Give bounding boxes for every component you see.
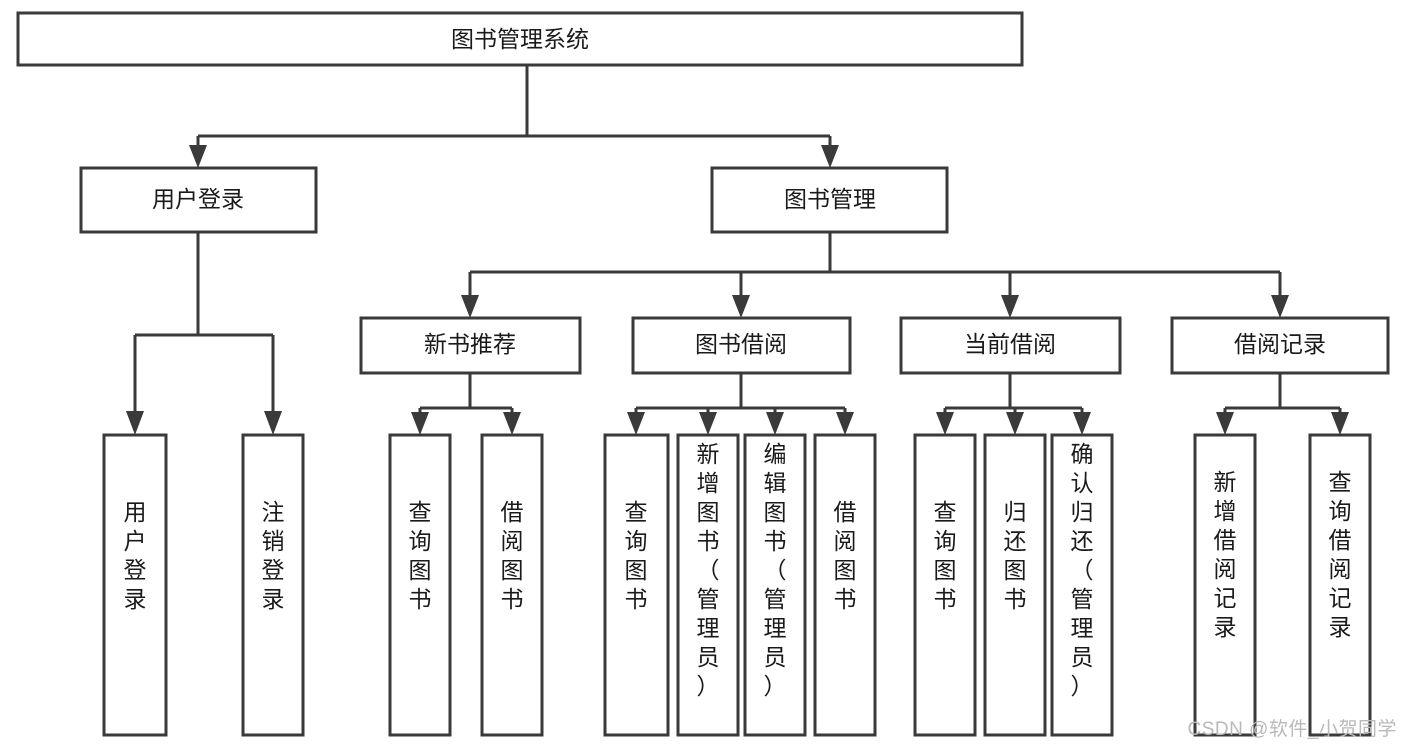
leaf-edit-book-admin[interactable]: 编辑图书（管理员） [743,433,807,737]
leaf-confirm-return-admin-box[interactable] [1050,433,1114,737]
leaf-logout-box[interactable] [241,433,305,737]
leaf-user-login-box[interactable] [102,433,168,737]
leaf-current-query[interactable]: 查询图书 [913,433,977,737]
leaf-return-book-label: 归还图书 [1004,499,1027,612]
leaf-add-borrow-record-label: 新增借阅记录 [1214,469,1237,640]
node-root[interactable]: 图书管理系统 [16,11,1024,67]
node-current-borrow[interactable]: 当前借阅 [899,316,1122,375]
leaf-user-login-label: 用户登录 [124,499,147,612]
node-borrow-record[interactable]: 借阅记录 [1170,316,1390,375]
arrow-current-leaf-1 [936,412,954,435]
arrow-borrow-leaf-2 [699,412,717,435]
user-login-box[interactable] [79,166,318,234]
leaf-newbook-query-box[interactable] [388,433,452,737]
arrow-record-leaf-1 [1216,412,1234,435]
node-book-management[interactable]: 图书管理 [710,166,949,234]
leaf-edit-book-admin-label: 编辑图书（管理员） [764,441,787,699]
arrow-to-book-mgmt [821,145,839,168]
leaf-borrow-query-box[interactable] [603,433,670,737]
leaf-add-borrow-record[interactable]: 新增借阅记录 [1193,433,1257,737]
leaf-edit-book-admin-box[interactable] [743,433,807,737]
arrow-record-leaf-2 [1331,412,1349,435]
leaf-user-login[interactable]: 用户登录 [102,433,168,737]
current-borrow-box[interactable] [899,316,1122,375]
book-borrow-box[interactable] [631,316,852,375]
leaf-return-book[interactable]: 归还图书 [983,433,1047,737]
arrow-current-leaf-2 [1006,412,1024,435]
leaf-add-book-admin-box[interactable] [676,433,740,737]
leaf-add-borrow-record-box[interactable] [1193,433,1257,737]
leaf-borrow-book[interactable]: 借阅图书 [813,433,877,737]
leaf-current-query-box[interactable] [913,433,977,737]
leaf-newbook-borrow-box[interactable] [480,433,544,737]
leaf-logout[interactable]: 注销登录 [241,433,305,737]
node-new-book-recommend[interactable]: 新书推荐 [359,316,582,375]
arrow-to-leaf-user-login [126,411,144,435]
leaf-borrow-book-label: 借阅图书 [834,499,857,612]
leaf-confirm-return-admin[interactable]: 确认归还（管理员） [1050,433,1114,737]
leaf-logout-label: 注销登录 [262,499,285,612]
node-book-borrow[interactable]: 图书借阅 [631,316,852,375]
leaf-borrow-book-box[interactable] [813,433,877,737]
book-management-label: 图书管理 [784,186,876,212]
arrow-borrow-leaf-3 [766,412,784,435]
arrow-to-borrow-record [1271,295,1289,318]
arrow-newbook-leaf-1 [411,412,429,435]
leaf-newbook-borrow[interactable]: 借阅图书 [480,433,544,737]
current-borrow-label: 当前借阅 [964,331,1056,357]
arrow-current-leaf-3 [1073,412,1091,435]
arrow-to-current-borrow [1001,295,1019,318]
arrow-to-user-login [189,145,207,168]
root-box[interactable] [16,11,1024,67]
leaf-query-borrow-record[interactable]: 查询借阅记录 [1308,433,1372,737]
borrow-record-box[interactable] [1170,316,1390,375]
arrow-to-book-borrow [732,295,750,318]
leaf-query-borrow-record-label: 查询借阅记录 [1329,469,1352,640]
leaf-borrow-query[interactable]: 查询图书 [603,433,670,737]
new-book-recommend-label: 新书推荐 [424,331,516,357]
leaf-current-query-label: 查询图书 [934,499,957,612]
leaf-borrow-query-label: 查询图书 [625,499,648,612]
leaf-add-book-admin-label: 新增图书（管理员） [697,441,720,699]
node-user-login[interactable]: 用户登录 [79,166,318,234]
new-book-recommend-box[interactable] [359,316,582,375]
arrow-borrow-leaf-4 [836,412,854,435]
book-borrow-label: 图书借阅 [695,331,787,357]
arrow-borrow-leaf-1 [627,412,645,435]
user-login-label: 用户登录 [152,186,244,212]
leaf-return-book-box[interactable] [983,433,1047,737]
leaf-query-borrow-record-box[interactable] [1308,433,1372,737]
arrow-to-new-book-rec [461,295,479,318]
root-label: 图书管理系统 [451,26,589,52]
arrow-to-leaf-logout [264,411,282,435]
arrow-newbook-leaf-2 [503,412,521,435]
leaf-newbook-query[interactable]: 查询图书 [388,433,452,737]
connectors-layer [126,65,1349,435]
leaf-newbook-query-label: 查询图书 [409,499,432,612]
leaf-confirm-return-admin-label: 确认归还（管理员） [1071,441,1094,699]
book-management-box[interactable] [710,166,949,234]
borrow-record-label: 借阅记录 [1234,331,1326,357]
leaf-add-book-admin[interactable]: 新增图书（管理员） [676,433,740,737]
leaf-newbook-borrow-label: 借阅图书 [501,499,524,612]
